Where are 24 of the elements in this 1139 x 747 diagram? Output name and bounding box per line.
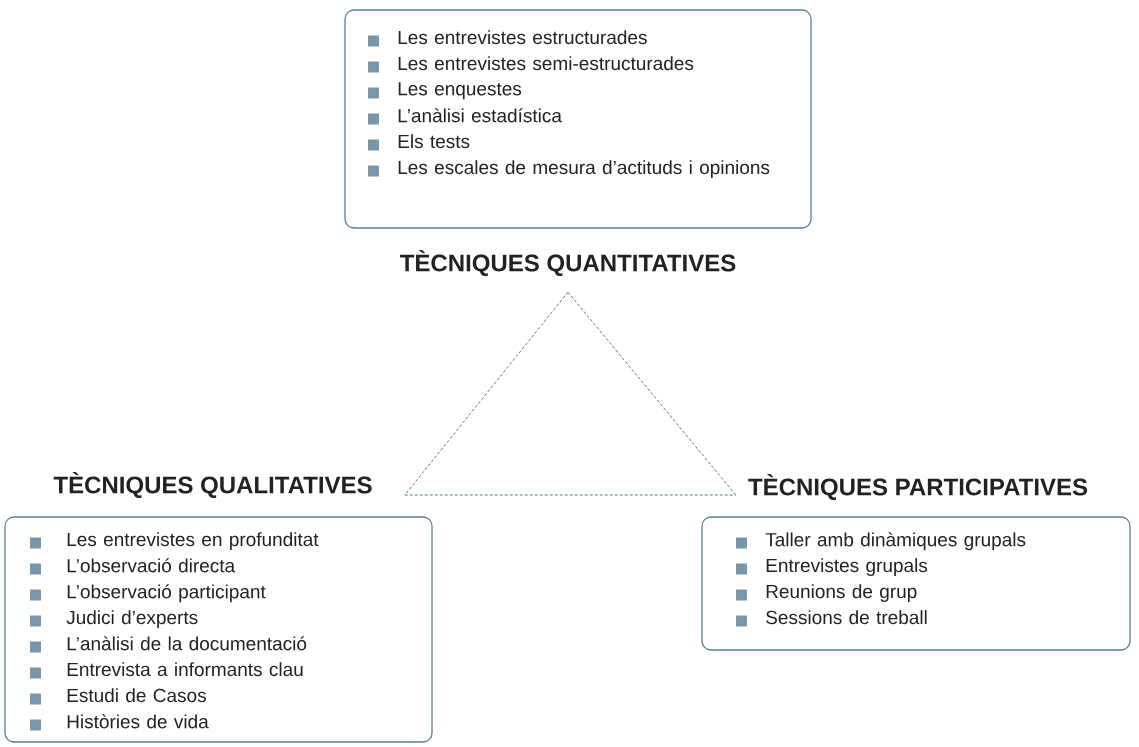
list-item: Les enquestes [398, 82, 522, 100]
list-item: Reunions de grup [766, 584, 917, 602]
dashed-line [567, 291, 737, 496]
list-item: Els tests [398, 134, 470, 149]
list-item: L’observació participant [67, 584, 266, 603]
list-item: Taller amb dinàmiques grupals [765, 532, 1026, 551]
list-item: L’anàlisi estadística [398, 108, 562, 123]
list-item: Entrevista a informants clau [67, 662, 303, 677]
list-item: Judici d’experts [66, 610, 198, 628]
dashed-line [404, 494, 737, 496]
list-item: Les entrevistes estructurades [398, 30, 647, 45]
list-item: Històries de vida [67, 714, 209, 729]
list-item: Sessions de treball [766, 610, 927, 625]
heading: TÈCNIQUES QUANTITATIVES [400, 250, 736, 276]
list-item: Estudi de Casos [67, 688, 206, 703]
list-item: Les entrevistes en profunditat [67, 532, 319, 550]
list-item: Les escales de mesura d’actituds i opinions [398, 160, 770, 178]
heading: TÈCNIQUES PARTICIPATIVES [748, 474, 1088, 500]
list-item: L’observació directa [67, 558, 236, 573]
list-item: L’anàlisi de la documentació [67, 636, 307, 651]
heading: TÈCNIQUES QUALITATIVES [53, 472, 372, 498]
list-item: Les entrevistes semi-estructurades [398, 56, 694, 71]
dashed-line [404, 291, 569, 496]
list-item: Entrevistes grupals [766, 558, 928, 576]
